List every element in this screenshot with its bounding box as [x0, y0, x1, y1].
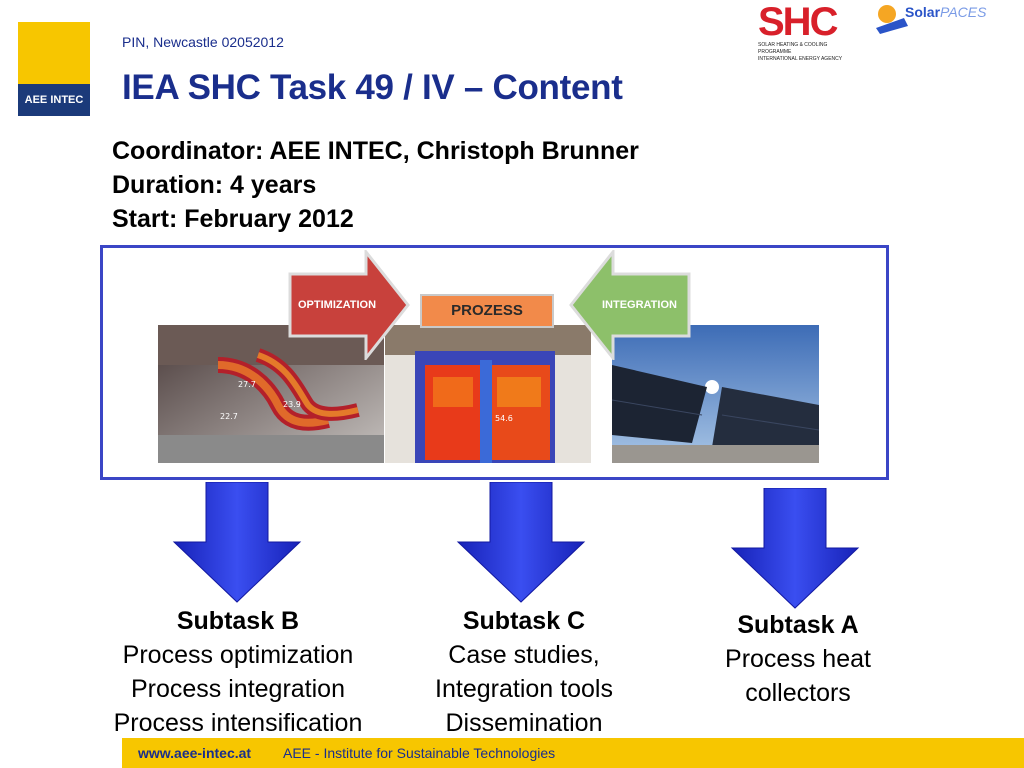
prozess-box: PROZESS [420, 294, 554, 328]
thermal-value-2: 22.7 [220, 412, 238, 421]
duration-line: Duration: 4 years [112, 171, 317, 199]
optimization-arrow [288, 250, 410, 360]
coordinator-line: Coordinator: AEE INTEC, Christoph Brunne… [112, 137, 639, 165]
sun-glare-icon [705, 380, 719, 394]
shc-logo: SHC SOLAR HEATING & COOLING PROGRAMME IN… [758, 2, 862, 63]
subtask-a: Subtask A Process heat collectors [690, 608, 906, 710]
pin-location-date: PIN, Newcastle 02052012 [122, 34, 284, 50]
shc-line1: SOLAR HEATING & COOLING PROGRAMME [758, 42, 828, 55]
subtask-c: Subtask C Case studies, Integration tool… [404, 604, 644, 740]
footer-url-link[interactable]: www.aee-intec.at [138, 745, 252, 761]
footer-bar [122, 738, 1024, 768]
shc-logo-text: SHC [758, 2, 862, 42]
subtask-a-line-1: Process heat [725, 645, 871, 673]
optimization-label: OPTIMIZATION [298, 299, 377, 311]
subtask-c-line-1: Case studies, [448, 641, 600, 669]
integration-label: INTEGRATION [602, 299, 677, 311]
solarpaces-text: SolarPACES [905, 4, 986, 20]
footer-institute: AEE - Institute for Sustainable Technolo… [283, 745, 556, 761]
subtask-b-line-2: Process integration [130, 675, 345, 703]
subtask-b-line-3: Process intensification [113, 709, 363, 737]
thermal-value-1: 27.7 [238, 380, 256, 389]
solar-collectors-photo [612, 325, 819, 463]
thermal-value-3: 23.9 [283, 400, 301, 409]
aee-intec-logo-text: AEE INTEC [18, 84, 90, 116]
subtask-a-line-2: collectors [745, 679, 851, 707]
down-arrow-subtask-b [172, 482, 302, 603]
solarpaces-logo [876, 5, 908, 34]
shc-logo-letters: SHC [758, 0, 838, 44]
integration-arrow [569, 250, 691, 360]
subtask-a-heading: Subtask A [737, 611, 859, 639]
subtask-b-heading: Subtask B [176, 607, 300, 635]
subtask-b: Subtask B Process optimization Process i… [90, 604, 386, 740]
subtask-c-line-2: Integration tools [435, 675, 613, 703]
sun-icon [878, 5, 896, 23]
down-arrow-subtask-a [730, 488, 860, 609]
page-title: IEA SHC Task 49 / IV – Content [122, 68, 623, 107]
start-line: Start: February 2012 [112, 205, 354, 233]
subtask-c-heading: Subtask C [462, 607, 586, 635]
subtask-b-line-1: Process optimization [122, 641, 354, 669]
solar-panel-icon [876, 18, 908, 34]
process-diagram-frame [100, 245, 889, 480]
solarpaces-word1: Solar [905, 4, 941, 20]
subtask-c-line-3: Dissemination [445, 709, 603, 737]
down-arrow-subtask-c [456, 482, 586, 603]
thermal-pipes-photo: 27.7 22.7 23.9 [158, 325, 384, 463]
thermal-value-4: 54.6 [495, 414, 513, 423]
shc-line2: INTERNATIONAL ENERGY AGENCY [758, 56, 843, 62]
thermal-process-photo: 54.6 [385, 325, 591, 463]
solarpaces-word2: PACES [940, 4, 987, 20]
